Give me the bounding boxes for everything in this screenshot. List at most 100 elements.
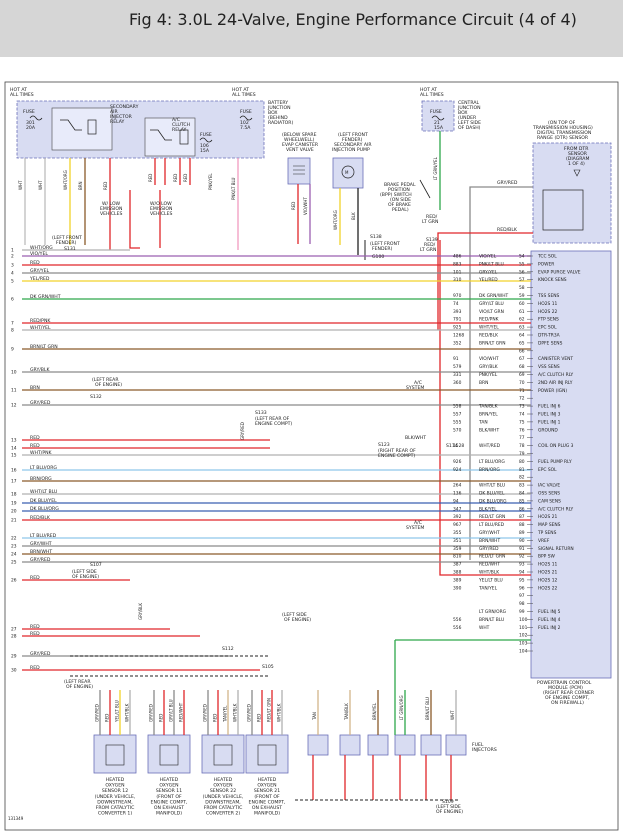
wo-low-3: VEHICLES [150, 211, 173, 217]
pcm-pin-function: FUEL INJ 2 [538, 625, 561, 631]
pcm-wire-color: RED/BLK [479, 333, 498, 339]
pcm-circuit-number: 390 [453, 585, 462, 591]
sec-air-relay-label-1: SECONDARY [110, 104, 139, 110]
sensor-wire-label: GRY/RED [149, 704, 154, 722]
wire-red [129, 190, 140, 249]
sec-air-relay-label-2: AIR [110, 109, 118, 115]
cjb-hot-1: HOT AT [420, 87, 437, 93]
pcm-box [530, 250, 612, 679]
sensor-wire-label: WHT/BLK [233, 703, 238, 722]
pcm-circuit-number: 579 [453, 364, 462, 370]
pcm-pin-number: 75 [519, 419, 525, 425]
fuel-injector: BRN/LT BLU [420, 690, 442, 800]
header-bar: Fig 4: 3.0L 24-Valve, Engine Performance… [0, 0, 623, 57]
pcm-circuit-number: 388 [453, 570, 462, 576]
s107-label: S107 [90, 562, 102, 568]
left-wire-label: RED [30, 260, 40, 266]
pcm-circuit-number: 1528 [453, 443, 464, 449]
pcm-pin-function: IAC VALVE [538, 483, 560, 489]
pcm-circuit-number: 310 [453, 277, 462, 283]
ac-clutch-relay-label-3: RELAY [172, 127, 187, 133]
left-wire-number: 29 [11, 654, 17, 660]
fuel-inj-label-2: INJECTORS [472, 747, 497, 753]
wire-gry-red [469, 186, 533, 560]
page-title: Fig 4: 3.0L 24-Valve, Engine Performance… [129, 10, 577, 29]
pcm-pin-function: SIGNAL RETURN [538, 546, 574, 552]
pcm-pin-function: HO2S 21 [538, 514, 558, 520]
pcm-circuit-number: 570 [453, 427, 462, 433]
pcm-wire-color: WHT [479, 625, 490, 631]
s139-wire-2: LT GRN [420, 247, 436, 253]
pcm-circuit-number: 926 [453, 459, 462, 465]
arrow-down-icon [573, 169, 581, 177]
gry-red-top: GRY/RED [497, 180, 518, 186]
oxygen-sensor-label: HEATED [160, 777, 179, 783]
fuse-b-label: FUSE [200, 132, 212, 138]
pcm-circuit-number: 387 [453, 562, 462, 568]
fuel-injector-box [394, 734, 416, 756]
oxygen-sensor-label: OXYGEN [257, 783, 276, 789]
fuel-injector: TAN/BLK [339, 690, 361, 800]
sensor-wire-label: WHT/BLK [125, 703, 130, 722]
pcm-pin-number: 99 [519, 609, 525, 615]
pcm-pin-number: 74 [519, 412, 525, 418]
pcm-circuit-number: 94 [453, 498, 459, 504]
evap-label-3: EVAP CANISTER [282, 142, 319, 148]
sensor-wire-label: RED [159, 714, 164, 722]
pcm-pin-number: 56 [519, 269, 525, 275]
pcm-pin-number: 89 [519, 530, 525, 536]
pcm-pin-function: KNOCK SENS [538, 277, 567, 283]
pcm-pin-number: 81 [519, 467, 525, 473]
left-wire-number: 7 [11, 321, 14, 327]
pcm-wire-color: GRY/WHT [479, 530, 500, 536]
figure-id: 131349 [8, 816, 24, 821]
dtr-sensor-label-2: SENSOR [568, 151, 588, 157]
dtr-label-1: (ON TOP OF [548, 120, 576, 126]
injector-wire-label: LT GRN/ORG [399, 695, 404, 720]
motor-icon [341, 165, 355, 179]
pcm-wire-color: RED/PNK [479, 317, 499, 323]
pcm-pin-function: FUEL INJ 3 [538, 412, 561, 418]
hot-label-b2: ALL TIMES [232, 92, 256, 98]
bjb-label-3: BOX [268, 110, 278, 116]
wo-low-2: EMISSION [150, 206, 172, 212]
left-wire-label: RED/BLK [30, 515, 51, 521]
pcm-circuit-number: 558 [453, 404, 462, 410]
sensor-element-icon [105, 744, 125, 766]
pcm-pin-function: HO2S 22 [538, 585, 558, 591]
bpp-label-2: POSITION [388, 187, 410, 193]
sensor-wire-label: RED [213, 714, 218, 722]
fuel-inj-label-1: FUEL [472, 742, 484, 748]
left-wire-label: BRN [30, 385, 40, 391]
wo-low-1: W/O LOW [150, 201, 172, 207]
left-wire-label: WHT/ORG [30, 245, 53, 251]
pcm-pin-number: 61 [519, 309, 525, 315]
left-wire-number: 19 [11, 501, 17, 507]
solenoid-icon [293, 165, 305, 175]
pcm-pin-function: TSS SENS [537, 293, 559, 299]
relay-switch-symbol [60, 119, 82, 131]
pcm-wire-color: PNK/LT BLU [479, 261, 504, 267]
left-wire-label: GRY/YEL [30, 268, 50, 274]
pcm-pin-function: DTR-TR3A [538, 333, 560, 339]
left-wire-label: RED [30, 665, 40, 671]
pcm-label-3: (RIGHT REAR CORNER [543, 690, 595, 696]
left-wire-label: VIO/YEL [30, 251, 48, 257]
left-wire-number: 16 [11, 468, 17, 474]
evap-label-2: WHEELWELL) [284, 137, 315, 143]
ac-system-1: A/C [414, 380, 422, 386]
cjb-hot-2: ALL TIMES [420, 92, 444, 98]
oxygen-sensor-label: ENGINE COMPT, [151, 799, 188, 805]
left-wire-label: LT BLU/ORG [30, 465, 57, 471]
